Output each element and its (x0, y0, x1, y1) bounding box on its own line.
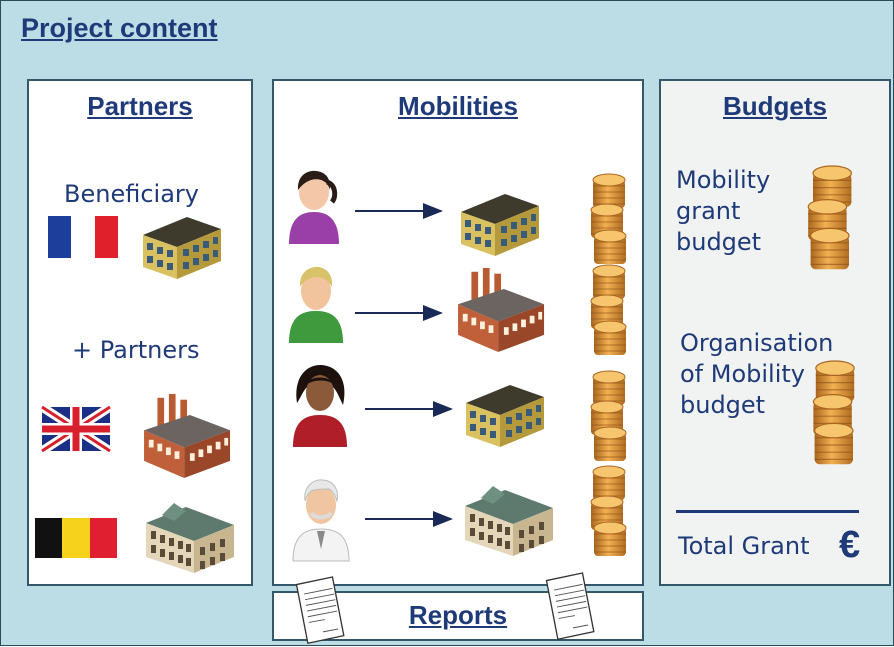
reports-title: Reports (408, 600, 508, 630)
arrow-3 (365, 401, 453, 417)
elderly-man-participant-icon (292, 479, 350, 562)
partners-label: + Partners (72, 336, 200, 364)
mobility-grant-line-2: grant (676, 197, 741, 225)
budgets-panel: Budgets Mobility grant budget Organisati… (659, 79, 891, 586)
partners-panel: Partners Beneficiary + Partners (27, 79, 253, 586)
organisation-line-2: of Mobility (680, 360, 806, 388)
uk-flag-icon (39, 403, 113, 455)
mobility-grant-line-3: budget (676, 228, 762, 256)
school-building-icon (466, 385, 544, 447)
total-grant-label: Total Grant (678, 532, 810, 560)
school-building-icon (461, 194, 539, 256)
man-participant-icon (289, 266, 343, 343)
partners-title: Partners (87, 91, 193, 121)
france-flag-icon (48, 216, 118, 258)
total-divider (676, 510, 859, 513)
belgium-flag-icon (35, 518, 117, 558)
coin-stack-icon (590, 465, 627, 557)
arrow-2 (355, 305, 443, 321)
factory-building-icon (458, 267, 545, 353)
document-icon (545, 572, 595, 640)
mansion-building-icon (465, 486, 553, 556)
organisation-line-1: Organisation (680, 329, 834, 357)
coin-stack-icon (590, 173, 627, 265)
arrow-1 (355, 203, 443, 219)
mobility-grant-line-1: Mobility (676, 166, 771, 194)
factory-building-icon (144, 393, 231, 479)
mansion-building-icon (146, 503, 234, 573)
coin-stack-icon (807, 165, 853, 270)
coin-stack-icon (812, 360, 855, 465)
beneficiary-label: Beneficiary (64, 180, 199, 208)
page-title: Project content (21, 13, 218, 43)
mobilities-title: Mobilities (398, 91, 518, 121)
document-icon (295, 576, 345, 644)
arrow-4 (365, 511, 453, 527)
coin-stack-icon (590, 370, 627, 462)
school-building-icon (143, 217, 221, 279)
euro-icon: € (839, 524, 861, 566)
organisation-line-3: budget (680, 391, 766, 419)
woman-participant-icon (293, 365, 347, 447)
coin-stack-icon (590, 264, 627, 356)
woman-participant-icon (289, 170, 339, 244)
budgets-title: Budgets (723, 91, 827, 121)
